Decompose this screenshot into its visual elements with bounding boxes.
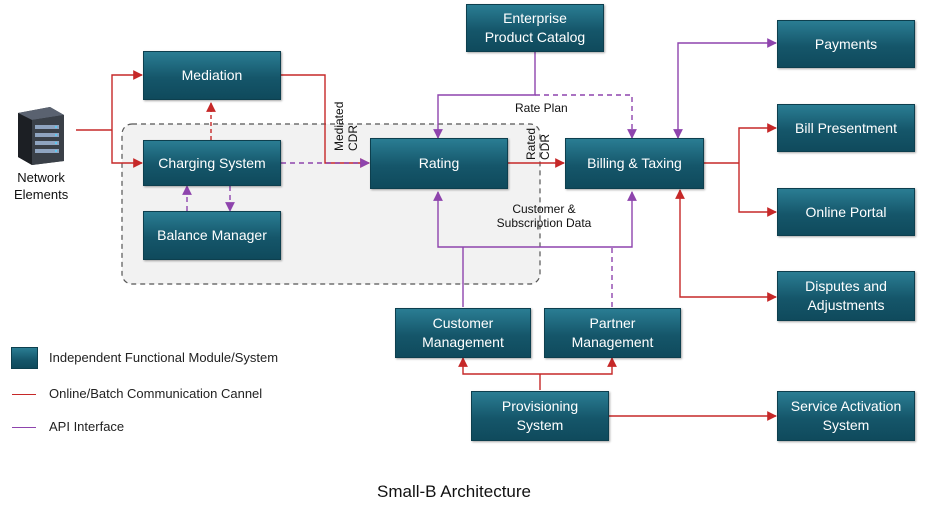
legend-api-text: API Interface [49,419,125,434]
partner-management-module[interactable]: Partner Management [544,308,681,358]
mediation-label: Mediation [181,67,243,83]
customer-sub-line2: Subscription Data [496,216,592,230]
service-activation-line2: System [822,417,870,433]
online-portal-label: Online Portal [805,203,887,220]
online-portal-module[interactable]: Online Portal [777,188,915,236]
network-elements-line1: Network [17,170,65,185]
charging-system-label: Charging System [158,154,266,171]
customer-sub-line1: Customer & [512,202,576,216]
billing-taxing-label: Billing & Taxing [587,155,682,171]
partner-mgmt-line1: Partner [589,315,636,331]
rating-label: Rating [418,155,460,171]
ne-to-mediation [111,70,143,130]
bill-presentment-label: Bill Presentment [795,119,897,136]
catalog-line1: Enterprise [503,10,567,26]
server-rack-icon [10,105,70,165]
service-activation-line1: Service Activation [790,398,902,414]
mediation-module[interactable]: Mediation [143,51,281,100]
provisioning-line1: Provisioning [501,398,579,414]
billing-to-online-portal [738,163,777,217]
disputes-adjustments-module[interactable]: Disputes and Adjustments [777,271,915,321]
bill-presentment-module[interactable]: Bill Presentment [777,104,915,152]
catalog-line2: Product Catalog [484,29,586,45]
disputes-line1: Disputes and [805,278,887,294]
diagram-caption: Small-B Architecture [377,482,531,501]
billing-taxing-module[interactable]: Billing & Taxing [565,138,704,189]
customer-to-rating [433,191,463,248]
customer-mgmt-line2: Management [422,334,504,350]
disputes-line2: Adjustments [807,297,885,313]
rated-cdr-label-2: CDR [538,134,552,160]
customer-to-billing [463,191,637,248]
billing-payments-link [673,38,777,139]
provisioning-line2: System [516,417,564,433]
payments-module[interactable]: Payments [777,20,915,68]
legend-online-line [12,394,36,395]
network-elements-label: Network Elements [14,169,68,203]
rated-cdr-label-1: Rated [524,127,538,160]
customer-management-module[interactable]: Customer Management [395,308,531,358]
billing-disputes-link [675,189,777,302]
balance-manager-label: Balance Manager [157,227,267,243]
legend-api-line [12,427,36,428]
payments-label: Payments [814,35,878,52]
customer-subscription-label: Customer & Subscription Data [488,202,600,230]
catalog-to-rating [433,52,536,139]
rating-module[interactable]: Rating [370,138,508,189]
balance-manager-module[interactable]: Balance Manager [143,211,281,260]
ne-to-charging [111,130,143,168]
mediated-cdr-label-1: Mediated [332,101,346,151]
charging-system-module[interactable]: Charging System [143,140,281,186]
rate-plan-label: Rate Plan [515,101,568,115]
mediated-cdr-label-2: CDR [346,125,360,151]
network-elements-line2: Elements [14,187,69,202]
legend-module-text: Independent Functional Module/System [49,350,279,365]
billing-to-bill-presentment [738,123,777,163]
legend-module-swatch [11,347,38,369]
customer-mgmt-line1: Customer [432,315,494,331]
prov-to-partner-mgmt [540,357,617,375]
provisioning-system-module[interactable]: Provisioning System [471,391,609,441]
enterprise-product-catalog-module[interactable]: Enterprise Product Catalog [466,4,604,52]
prov-to-customer-mgmt [458,357,540,375]
legend-online-text: Online/Batch Communication Cannel [49,386,263,401]
service-activation-module[interactable]: Service Activation System [777,391,915,441]
partner-mgmt-line2: Management [571,334,654,350]
